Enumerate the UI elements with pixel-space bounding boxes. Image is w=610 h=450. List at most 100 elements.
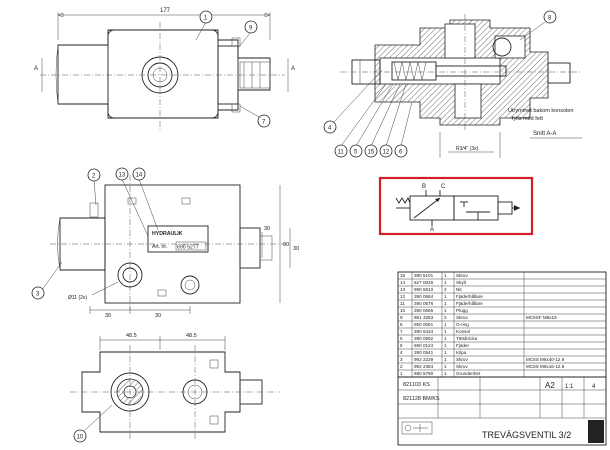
bom-cell: 9 xyxy=(400,315,403,320)
bom-cell: 950 0081 xyxy=(414,322,434,327)
art-label: Art. nr. xyxy=(152,244,167,250)
top-balloons: 1 9 7 xyxy=(195,10,271,128)
section-mark-left: A xyxy=(34,66,38,72)
bom-cell: 1 xyxy=(444,294,447,299)
bom-cell: 2 xyxy=(444,287,447,292)
port-a: A xyxy=(430,227,434,233)
bom-cell: 390 0592 xyxy=(414,336,434,341)
section-view: R3/4" (3x) Utrymmet bakom konsolen fylls… xyxy=(323,10,582,158)
balloon-11: 11 xyxy=(338,150,345,156)
balloon-9: 9 xyxy=(249,26,253,32)
bom-cell: 3 xyxy=(400,357,403,362)
front-balloons: 2 13 14 3 xyxy=(31,167,159,300)
bom-cell: 2 xyxy=(444,315,447,320)
balloon-4: 4 xyxy=(328,126,332,132)
title-block: 821103 KS 821128 BM/KS A2 1:1 4 TREVÄGSV… xyxy=(397,376,607,446)
bom-cell: 10 xyxy=(400,308,406,313)
balloon-8: 8 xyxy=(548,16,552,22)
bom-cell: 1 xyxy=(444,280,447,285)
hole-label: Ø11 (2x) xyxy=(68,295,87,301)
bom-cell: 390 0665 xyxy=(414,308,434,313)
bom-cell: 7 xyxy=(400,329,403,334)
balloon-1: 1 xyxy=(204,16,208,22)
bom-cell: 690 0124 xyxy=(414,343,434,348)
bom-cell: 1 xyxy=(444,357,447,362)
bom-cell: 1 xyxy=(444,336,447,341)
valve-symbol: B C A xyxy=(378,176,534,236)
bom-cell: Skruv xyxy=(456,364,468,369)
bom-cell: 690 5790 xyxy=(414,371,434,376)
section-balloons: 8 4 11 5 15 12 6 xyxy=(323,10,557,158)
bom-cell: 1 xyxy=(444,364,447,369)
bom-cell: Skruv xyxy=(456,315,468,320)
bom-cell: Konsol xyxy=(456,329,470,334)
dim-48-5-right: 48.5 xyxy=(186,333,197,339)
section-mark-right: A xyxy=(291,66,295,72)
bom-cell: Kilpa xyxy=(456,350,467,355)
drawing-title: TREVÄGSVENTIL 3/2 xyxy=(482,430,571,440)
bom-cell: Skylt xyxy=(456,280,467,285)
bom-cell: MC6S M6x40-12.9 xyxy=(526,357,565,362)
bom-cell: Fjäderhållare xyxy=(456,300,483,306)
bom-cell: 1 xyxy=(444,350,447,355)
dim-30-left: 30 xyxy=(105,313,111,319)
bom-cell: 11 xyxy=(400,301,405,306)
bom-cell: 1 xyxy=(444,322,447,327)
note-line-2: fylls med fett xyxy=(512,116,543,122)
balloon-3: 3 xyxy=(36,292,40,298)
bom-cell: Skruv xyxy=(456,357,468,362)
bom-cell: 627 0026 xyxy=(414,280,434,285)
bom-cell: 6 xyxy=(400,336,403,341)
bom-cell: 390 0541 xyxy=(414,350,434,355)
bom-cell: Skruv xyxy=(456,273,468,278)
bom-cell: MC6S M6x16-12.9 xyxy=(526,364,565,369)
balloon-14: 14 xyxy=(136,173,143,179)
bom-cell: 1 xyxy=(444,301,447,306)
dim-90: 90 xyxy=(283,242,289,248)
bom-cell: 15 xyxy=(400,273,406,278)
dim-overall: 177 xyxy=(160,8,171,14)
bom-cell: Plugg xyxy=(456,308,468,313)
balloon-13: 13 xyxy=(119,173,126,179)
bom-cell: 1 xyxy=(444,371,447,376)
bom-cell: 390 0576 xyxy=(414,301,434,306)
top-view: 177 A A 1 9 7 xyxy=(34,8,295,130)
balloon-10: 10 xyxy=(77,435,84,441)
bom-cell: O-ring xyxy=(456,322,469,327)
bom-cell: 8 xyxy=(400,322,403,327)
balloon-5: 5 xyxy=(354,150,358,156)
balloon-15: 15 xyxy=(368,150,375,156)
bom-cell: 1 xyxy=(444,343,447,348)
bom-cell: MC6SF M6x16 xyxy=(526,315,557,320)
dim-30-right: 30 xyxy=(293,246,299,252)
bom-cell: 990 5810 xyxy=(414,287,434,292)
port-c: C xyxy=(441,184,446,190)
section-title: Snitt A-A xyxy=(533,131,556,137)
bom-cell: Grundenhet xyxy=(456,371,481,376)
bom-cell: 13 xyxy=(400,287,406,292)
bom-cell: Nit xyxy=(456,287,462,292)
balloon-6: 6 xyxy=(399,150,403,156)
bom-cell: 390 6434 xyxy=(414,329,434,334)
bom-cell: 1 xyxy=(444,329,447,334)
art-number: 690 5277 xyxy=(177,245,199,251)
bom-cell: Fjäder xyxy=(456,343,469,348)
bom-cell: 2 xyxy=(400,364,403,369)
note-line-1: Utrymmet bakom konsolen xyxy=(508,108,573,114)
drawing-number-2: 821128 BM/KS xyxy=(403,396,440,402)
bom-cell: 992 2384 xyxy=(414,364,434,369)
balloon-2: 2 xyxy=(92,174,96,180)
bom-cell: 390 5101 xyxy=(414,273,434,278)
bom-cell: 1 xyxy=(400,371,403,376)
bom-cell: 390 0584 xyxy=(414,294,434,299)
dim-48-5-left: 48.5 xyxy=(126,333,137,339)
bom-cell: 1 xyxy=(444,273,447,278)
drawing-number-1: 821103 KS xyxy=(403,382,430,388)
bom-cell: Tätsbricka xyxy=(456,336,478,341)
dim-30-mid: 30 xyxy=(155,313,161,319)
bottom-view: 48.5 48.5 10 xyxy=(70,333,280,443)
dim-30-vertical: 30 xyxy=(264,226,270,232)
bom-cell: 12 xyxy=(400,294,406,299)
port-b: B xyxy=(422,184,426,190)
